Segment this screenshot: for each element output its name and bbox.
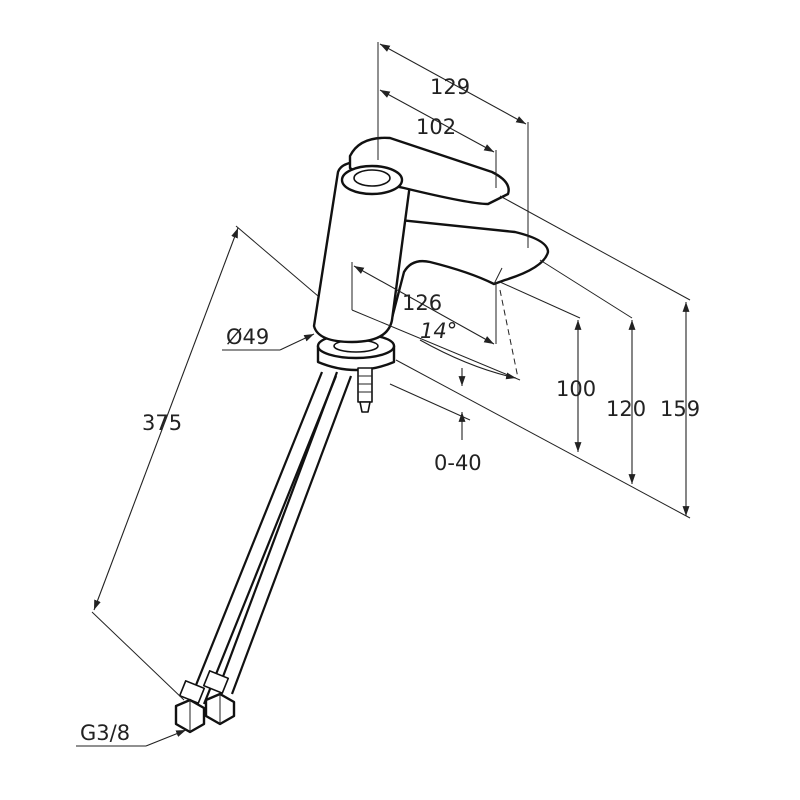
label-lever-depth: 102 [416, 115, 456, 139]
label-base-diameter: Ø49 [226, 325, 269, 349]
label-total-height: 159 [660, 397, 700, 421]
label-total-depth: 129 [430, 75, 470, 99]
lever-handle [340, 136, 510, 206]
dimension-126: 126 [351, 262, 497, 345]
label-spout-height: 100 [556, 377, 596, 401]
label-hose-length: 375 [142, 411, 182, 435]
dimension-159: 159 [660, 302, 700, 516]
dimension-102: 102 [377, 88, 497, 188]
label-hose-thread: G3/8 [80, 721, 130, 745]
dimension-100: 100 [556, 320, 596, 452]
height-extension-lines [395, 195, 691, 519]
label-spout-reach: 126 [402, 291, 442, 315]
dimension-120: 120 [606, 320, 646, 484]
label-spout-angle: 14° [420, 319, 457, 343]
dimension-375: 375 [91, 225, 319, 701]
supply-hose [178, 371, 353, 705]
dimension-angle: 14° [351, 289, 521, 381]
label-spout-top-height: 120 [606, 397, 646, 421]
dimension-0-40: 0-40 [389, 368, 482, 475]
mounting-base [316, 332, 396, 413]
dimension-thread: G3/8 [76, 721, 187, 747]
hose-connector-nuts [174, 692, 236, 734]
label-deck-thickness: 0-40 [434, 451, 482, 475]
dimension-diameter: Ø49 [222, 325, 315, 351]
